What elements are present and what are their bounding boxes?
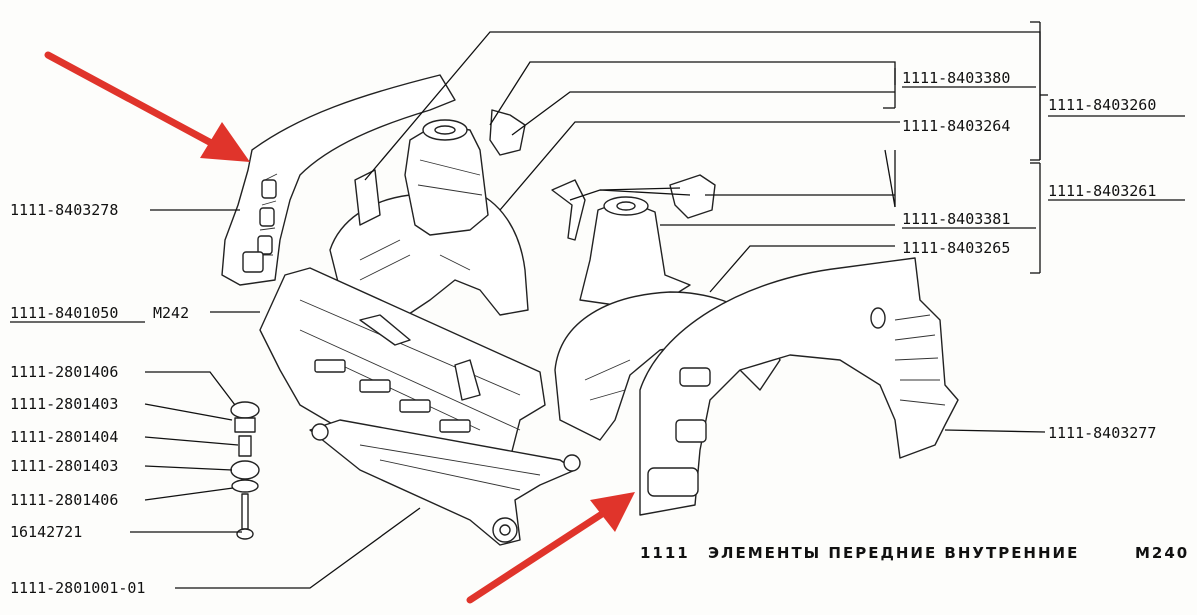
- label-16142721: 16142721: [10, 523, 82, 541]
- left-fender-liner: [221, 74, 456, 286]
- caption-title: ЭЛЕМЕНТЫ ПЕРЕДНИЕ ВНУТРЕННИЕ: [708, 544, 1079, 562]
- mount-stack: [230, 401, 260, 540]
- label-8403278: 1111-8403278: [10, 201, 118, 219]
- label-8403264: 1111-8403264: [902, 117, 1010, 135]
- front-cross-member: [309, 419, 581, 546]
- label-8401050-code: M242: [153, 304, 189, 322]
- label-8401050: 1111-8401050: [10, 304, 118, 322]
- right-fender-liner: [639, 257, 959, 516]
- left-strut-tower: [329, 109, 529, 321]
- label-2801406-top: 1111-2801406: [10, 363, 118, 381]
- label-8403381: 1111-8403381: [902, 210, 1010, 228]
- label-8403265: 1111-8403265: [902, 239, 1010, 257]
- label-8403261: 1111-8403261: [1048, 182, 1156, 200]
- label-2801001-01: 1111-2801001-01: [10, 579, 145, 597]
- label-8403380: 1111-8403380: [902, 69, 1010, 87]
- label-2801406-bottom: 1111-2801406: [10, 491, 118, 509]
- label-2801404: 1111-2801404: [10, 428, 118, 446]
- label-8403260: 1111-8403260: [1048, 96, 1156, 114]
- right-strut-tower: [551, 174, 716, 311]
- leader-lines: [130, 21, 1048, 589]
- red-arrow-top-left: [44, 51, 250, 162]
- label-8403277: 1111-8403277: [1048, 424, 1156, 442]
- caption-code: M240: [1135, 544, 1189, 562]
- label-2801403-bottom: 1111-2801403: [10, 457, 118, 475]
- caption-model: 1111: [640, 544, 690, 562]
- label-2801403-top: 1111-2801403: [10, 395, 118, 413]
- red-arrow-bottom: [466, 492, 635, 604]
